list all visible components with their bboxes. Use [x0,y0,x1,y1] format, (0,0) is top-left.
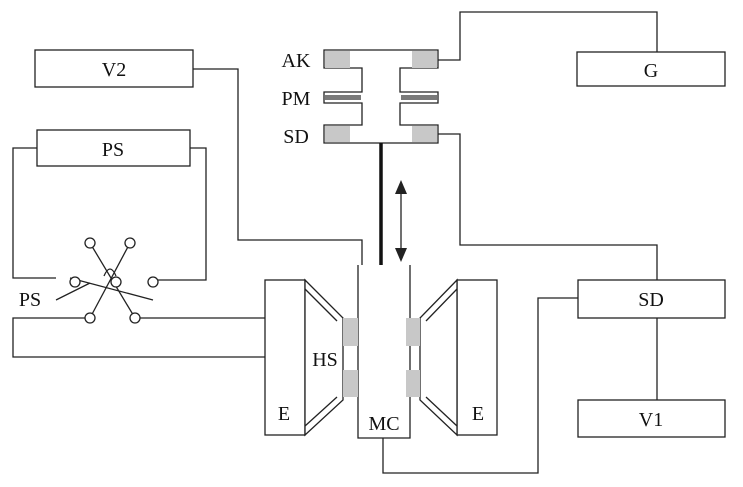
box-ps: PS [36,129,191,167]
yoke-inner-line [425,288,458,322]
box-sd-right: SD [577,279,726,319]
electromagnet-left: E [264,278,344,437]
label-ps-switch: PS [19,289,41,311]
switch-crossover [103,268,117,277]
hs-pad-lower [343,370,358,397]
switch-terminal [124,237,136,249]
switch-terminal [129,312,141,324]
pm-band-left [325,95,361,100]
switch-terminal [84,237,96,249]
yoke-inner-line [304,396,338,427]
box-v1: V1 [577,399,726,438]
switch-terminal [84,312,96,324]
electromagnet-right: E [419,278,498,437]
top-assembly-body [323,49,439,144]
label-sd-top: SD [283,126,309,148]
arrow-down-icon [395,248,407,262]
label-e-right: E [472,403,484,425]
switch-bar [69,277,154,301]
yoke-inner-line [425,396,458,427]
ak-pad-right [412,51,437,68]
hs-pad-upper [343,318,358,346]
wire-switch-e-bottom [12,317,265,358]
sd-pad-right [412,126,437,142]
pm-band-right [401,95,437,100]
switch-blade-b [89,242,131,319]
sd-pad-left [325,126,350,142]
label-mc: MC [368,413,399,435]
label-pm: PM [282,88,311,110]
reversing-switch [55,237,159,324]
motion-arrow [395,180,407,262]
wire-ps-left [12,147,56,279]
label-e-left: E [278,403,290,425]
switch-terminal [147,276,159,288]
wire-g-ak [438,11,658,61]
chamber-walls [357,265,411,439]
label-v2: V2 [102,59,126,81]
label-ps-box: PS [102,139,124,161]
label-sd-right: SD [638,289,664,311]
ak-pad-left [325,51,350,68]
right-pad-upper [406,318,420,346]
wire-ps-right [153,147,207,281]
wire-mc-sd [382,297,578,474]
right-pad-lower [406,370,420,397]
switch-terminal [110,276,122,288]
yoke-inner-line [304,288,338,322]
box-g: G [576,51,726,87]
label-hs: HS [312,349,338,371]
switch-lead-in [55,282,91,301]
measurement-chamber: HS MC [312,265,420,439]
label-ak: AK [282,50,311,72]
switch-terminal [69,276,81,288]
arrow-up-icon [395,180,407,194]
box-v2: V2 [34,49,194,88]
wire-sd-sd [438,133,658,280]
label-v1: V1 [639,409,663,431]
top-assembly: AK PM SD [282,49,439,148]
label-g: G [644,60,658,82]
